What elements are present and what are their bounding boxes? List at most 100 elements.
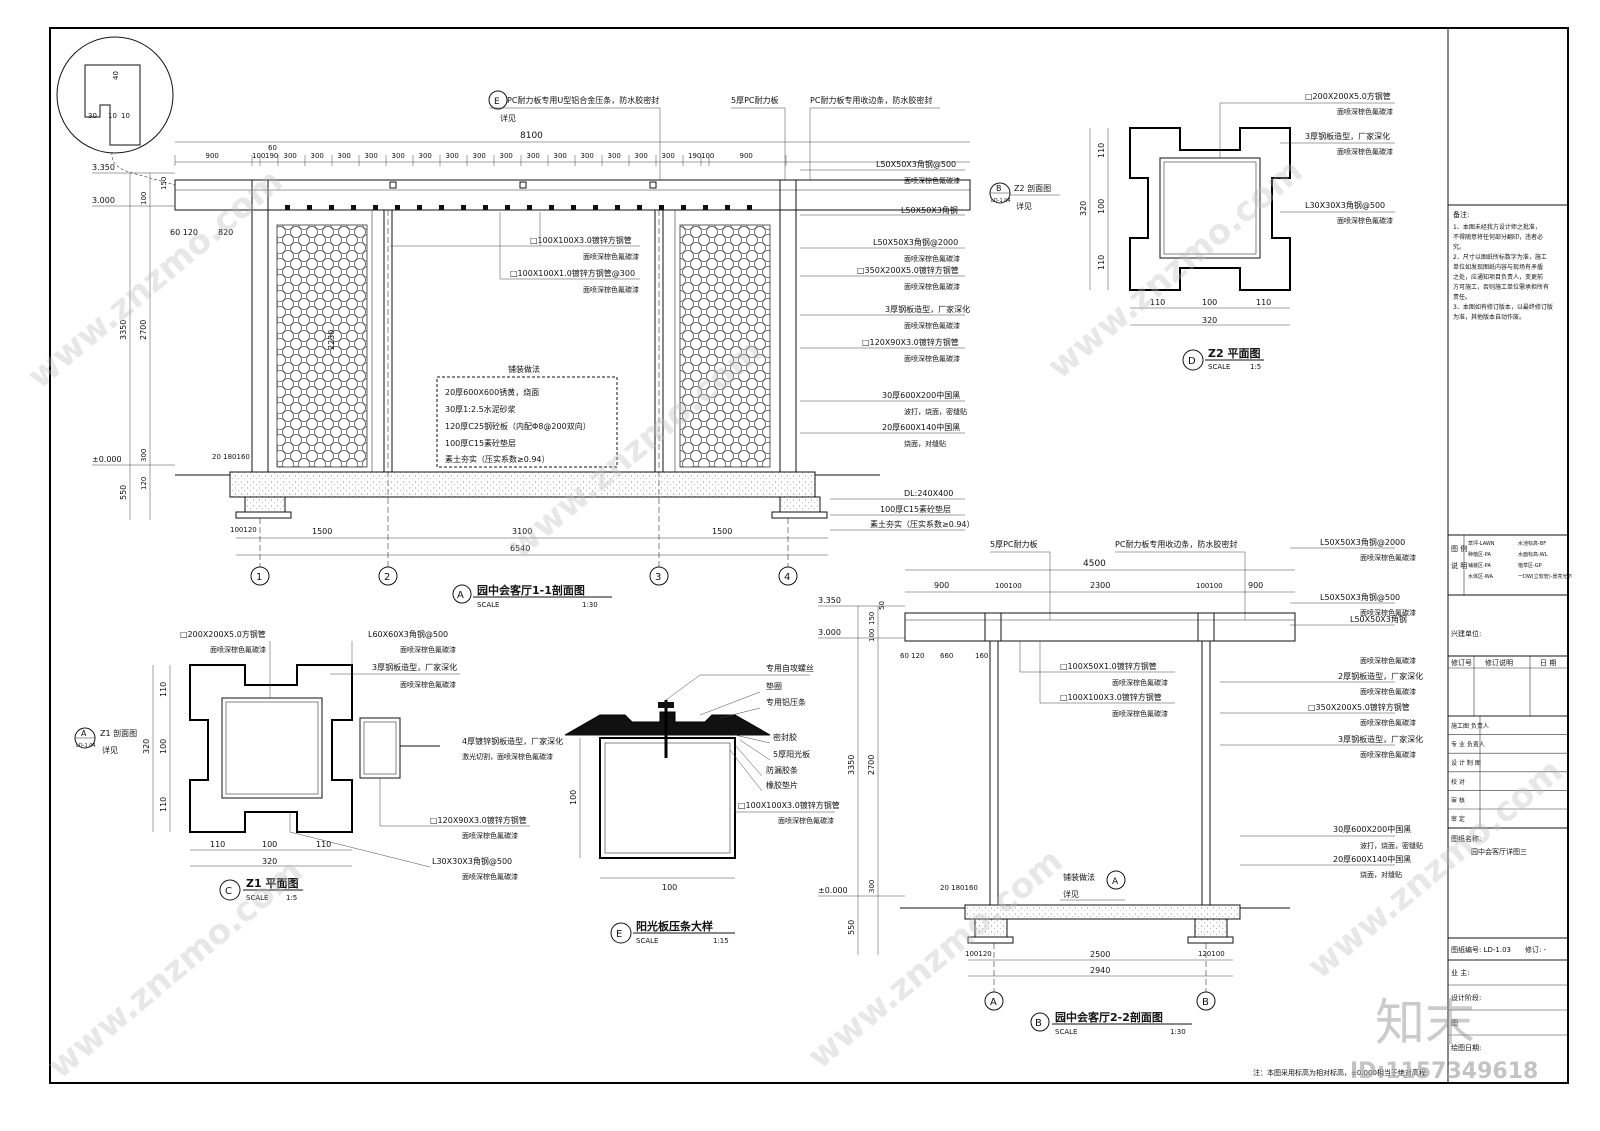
- axis-1: 1: [256, 572, 262, 583]
- drawing-no: 图纸编号: LD-1.03: [1451, 945, 1511, 954]
- top-dim-15: 300: [608, 152, 621, 160]
- z1-callout-6: 4厚镀锌钢板造型，厂家深化: [462, 736, 563, 746]
- s22-slab: [964, 904, 1241, 920]
- z1-outline: [189, 664, 353, 833]
- purlin-top: [649, 181, 657, 189]
- top-dim-12: 300: [527, 152, 540, 160]
- client-label: 兴建单位:: [1451, 629, 1481, 638]
- right-callout-16: 100厚C15素砼垫层: [880, 504, 951, 514]
- detail-e-dim-v: 100: [569, 790, 578, 805]
- dim-1500a: 1500: [312, 527, 332, 536]
- top-dim-14: 300: [581, 152, 594, 160]
- column-1: [251, 209, 269, 473]
- s22-dim-900a: 900: [934, 581, 949, 590]
- height-120: 120: [140, 477, 148, 490]
- z1-dim-h2: 100: [262, 840, 277, 849]
- s22-roof-beam: [904, 612, 1296, 642]
- note-line-4: 单位如发现图纸内容与现场有矛盾: [1453, 263, 1543, 271]
- z2-callout-6: 面喷深棕色氟碳漆: [1337, 216, 1393, 225]
- s22-elev-3000: 3.000: [818, 628, 841, 637]
- detail-e-callout-1: 垫圈: [766, 681, 782, 691]
- legend-item-0: 草坪-LAWN: [1468, 540, 1495, 547]
- right-callout-17: 素土夯实（压实系数≥0.94）: [870, 519, 975, 529]
- z2-tag: D: [1188, 356, 1196, 367]
- note-line-5: 之处，应通知项目负责人，变更前: [1453, 273, 1543, 281]
- section-1-1: 40 30 10 10 E PC耐力板专用U型铝合金压条，防水胶密封 详见 5厚…: [56, 36, 975, 609]
- elev-3000: 3.000: [92, 196, 115, 205]
- right-callout-4: 面喷深棕色氟碳漆: [904, 254, 960, 263]
- dim-60: 60: [268, 144, 277, 152]
- top-dim-11: 300: [500, 152, 513, 160]
- z2-dim-v-total: 320: [1079, 201, 1088, 216]
- purlin-top: [389, 181, 397, 189]
- height-2700: 2700: [139, 320, 148, 340]
- right-callout-10: 面喷深棕色氟碳漆: [904, 354, 960, 363]
- right-callout-14: 烧面，对缝贴: [904, 439, 946, 448]
- right-callout-0: L50X50X3角钢@500: [876, 159, 956, 169]
- s22-right-callout-2: L50X50X3角钢@500: [1320, 592, 1400, 602]
- mid-callout-2: 面喷深棕色氟碳漆: [583, 252, 639, 261]
- elev-3350: 3.350: [92, 163, 115, 172]
- elev-0: ±0.000: [92, 455, 122, 464]
- role-0: 施工图 负责人: [1451, 722, 1489, 730]
- purlin: [681, 205, 686, 210]
- z1-tube: [221, 697, 323, 799]
- purlin: [439, 205, 444, 210]
- z2-ref-see: 详见: [1016, 201, 1032, 211]
- watermark-id: ID:1157349618: [1350, 1059, 1538, 1084]
- legend-item-1: 水池标高-BF: [1518, 540, 1546, 547]
- purlin: [285, 205, 290, 210]
- z1-ref-sheet: LD-1.04: [76, 743, 96, 749]
- axis-markers: 1 2 3 4: [250, 210, 798, 586]
- z1-scale: 1:5: [286, 894, 297, 902]
- top-dim-4: 300: [311, 152, 324, 160]
- z2-ref-sheet: LD-1.04: [991, 198, 1011, 204]
- drawing-name: 园中会客厅详图三: [1471, 847, 1527, 856]
- role-5: 审 定: [1451, 815, 1465, 823]
- legend-item-6: 水体区-WA: [1468, 573, 1493, 580]
- top-callout-1: PC耐力板专用U型铝合金压条，防水胶密封: [507, 95, 659, 105]
- dim-1500b: 1500: [712, 527, 732, 536]
- top-callout-see: 详见: [500, 113, 516, 123]
- purlin: [747, 205, 752, 210]
- right-callout-2: L50X50X3角钢: [901, 205, 958, 215]
- s22-height-550: 550: [847, 920, 856, 935]
- section11-scale-label: SCALE: [477, 601, 499, 609]
- note-line-9: 为准，其他版本自动作废。: [1453, 313, 1525, 321]
- column-4: [779, 209, 797, 473]
- s22-elev-0: ±0.000: [818, 886, 848, 895]
- floor-slab: [229, 471, 816, 498]
- z1-callout-11: 面喷深棕色氟碳漆: [462, 872, 518, 881]
- s22-column-a: [989, 640, 999, 907]
- axis-4: 4: [784, 572, 790, 583]
- s22-dim-60-120: 60 120: [900, 652, 925, 660]
- detail-dim-30: 30: [88, 112, 97, 120]
- purlin: [593, 205, 598, 210]
- right-callout-6: 面喷深棕色氟碳漆: [904, 282, 960, 291]
- s22-dim-900b: 900: [1248, 581, 1263, 590]
- watermark-url-4: www.znzmo.com: [800, 841, 1070, 1077]
- s22-elev-3350: 3.350: [818, 596, 841, 605]
- purlin: [373, 205, 378, 210]
- s22-dim-120-100: 120100: [1198, 950, 1225, 958]
- detail-e-callout-2: 专用铝压条: [766, 697, 806, 707]
- z2-dim-v2: 100: [1097, 199, 1106, 214]
- z2-dim-total: 320: [1202, 316, 1217, 325]
- rev-header-1: 修订号: [1451, 658, 1472, 667]
- s22-height-2700: 2700: [867, 755, 876, 775]
- legend-item-4: 铺装区-PA: [1468, 562, 1491, 569]
- note-line-0: 1、本图未经我方设计师之批准，: [1453, 223, 1541, 231]
- z2-scale: 1:5: [1250, 363, 1261, 371]
- top-dim-8: 300: [419, 152, 432, 160]
- axis-2: 2: [384, 572, 390, 583]
- z1-callout-7: 激光切割，面喷深棕色氟碳漆: [462, 752, 553, 761]
- s22-right-callout-14: 20厚600X140中国黑: [1333, 854, 1411, 864]
- mid-callout-4: 面喷深棕色氟碳漆: [583, 285, 639, 294]
- detail-dim-40: 40: [112, 71, 120, 80]
- s22-right-callout-13: 波打，烧面，密缝贴: [1360, 841, 1423, 850]
- dim-6540: 6540: [510, 544, 530, 553]
- right-callout-3: L50X50X3角钢@2000: [873, 237, 958, 247]
